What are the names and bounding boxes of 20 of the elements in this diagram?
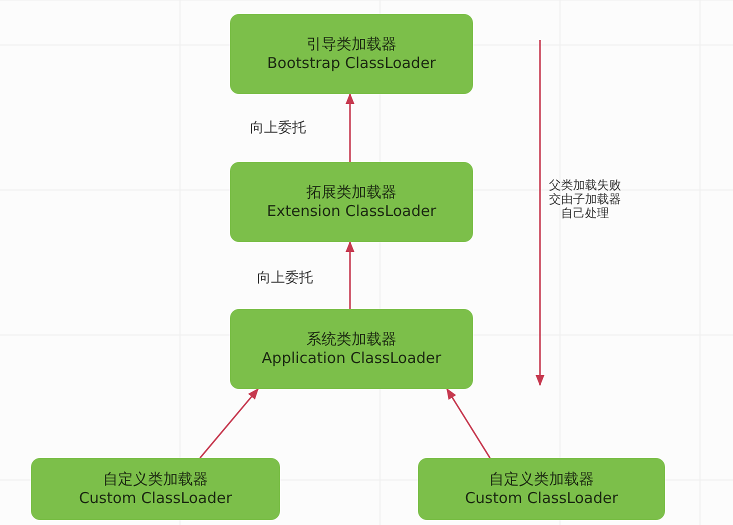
arrow [446,388,491,458]
node-subtitle: Application ClassLoader [262,349,442,368]
arrow [199,388,259,459]
node-title: 拓展类加载器 [306,183,396,202]
note-text: 父类加载失败交由子加载器自己处理 [549,178,621,220]
node-title: 自定义类加载器 [489,470,594,489]
node-subtitle: Custom ClassLoader [78,489,232,508]
node-subtitle: Extension ClassLoader [266,202,436,221]
node-title: 自定义类加载器 [103,470,208,489]
arrow [346,92,354,162]
loader-box [230,309,473,389]
node-title: 引导类加载器 [306,35,396,54]
node-title: 系统类加载器 [306,330,396,349]
loader-box [230,162,473,242]
node-subtitle: Custom ClassLoader [464,489,618,508]
node-subtitle: Bootstrap ClassLoader [267,54,436,73]
arrow [346,240,354,309]
loader-box [418,458,665,520]
loader-box [31,458,280,520]
loader-box [230,14,473,94]
